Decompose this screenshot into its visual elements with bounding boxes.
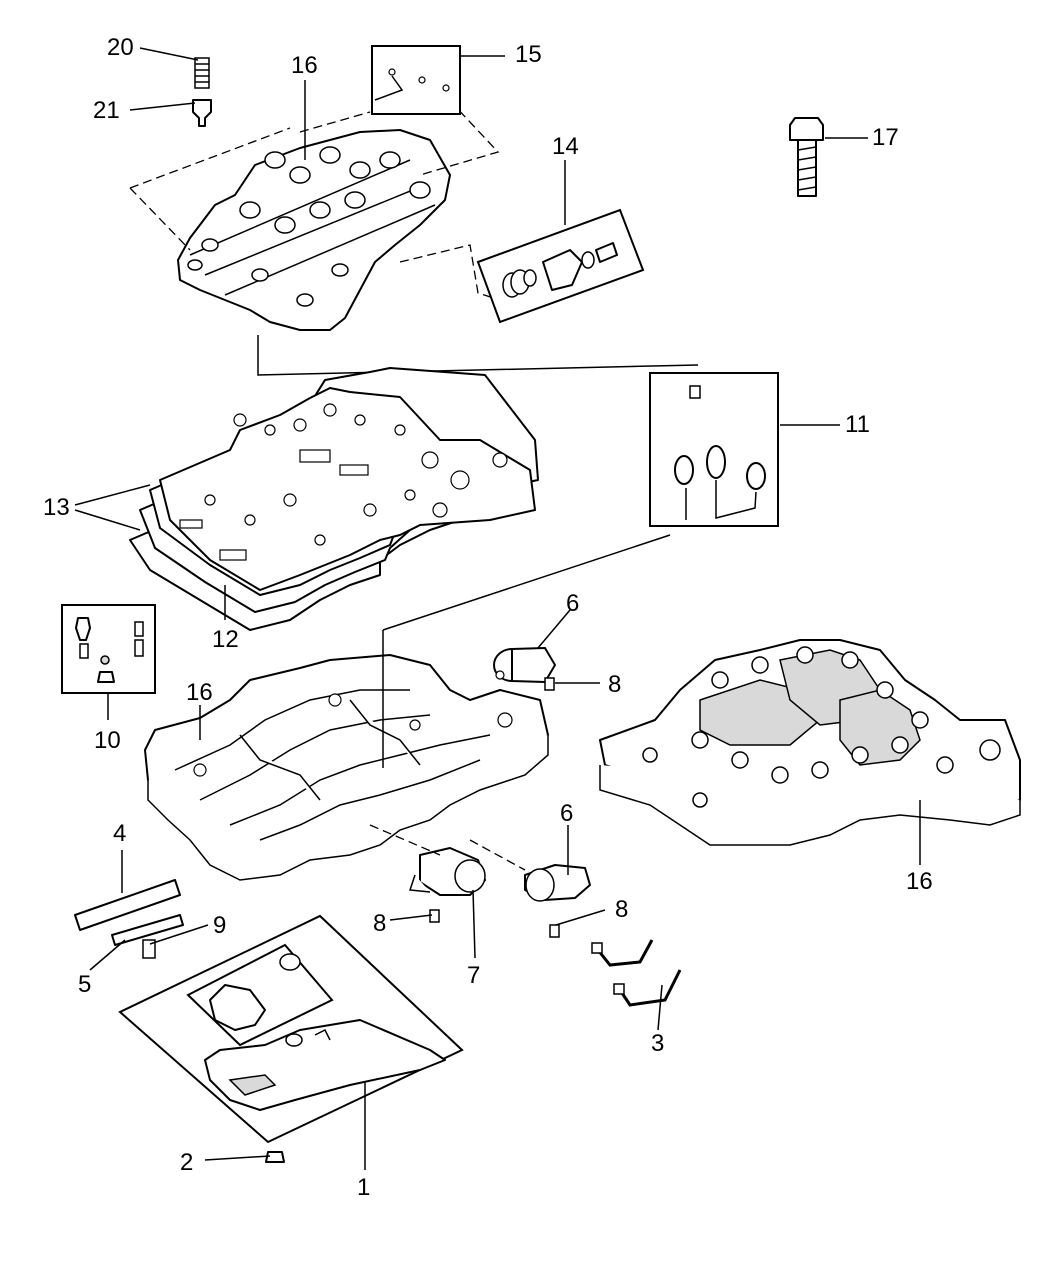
callout-10: 10 — [94, 727, 121, 754]
guide-line — [257, 335, 699, 376]
bracket-5 — [111, 914, 184, 946]
callout-8-upper: 8 — [608, 671, 621, 698]
guide-line — [129, 187, 191, 251]
solenoid-6-lower — [524, 864, 591, 902]
callout-5: 5 — [78, 971, 91, 998]
guide-line — [129, 127, 291, 189]
callout-16-right: 16 — [906, 868, 933, 895]
separator-plate-and-gaskets — [129, 367, 539, 631]
callout-7: 7 — [467, 962, 480, 989]
callout-4: 4 — [113, 820, 126, 847]
callout-8-lower: 8 — [615, 896, 628, 923]
oil-filter-kit-1 — [118, 914, 464, 1144]
lower-valve-body — [144, 534, 671, 881]
callout-16-mid: 16 — [186, 679, 213, 706]
bracket-4 — [74, 879, 181, 931]
guide-line — [299, 111, 371, 133]
inset-14-accumulator — [476, 208, 645, 324]
guide-line — [399, 244, 501, 301]
callout-16-top: 16 — [291, 52, 318, 79]
callout-6-lower: 6 — [560, 800, 573, 827]
callout-numbers: 20 21 16 15 14 17 11 13 12 10 16 6 8 16 … — [43, 34, 933, 1201]
upper-valve-body — [177, 129, 451, 331]
valve-21 — [192, 99, 212, 127]
callout-2: 2 — [180, 1149, 193, 1176]
callout-13: 13 — [43, 494, 70, 521]
bolt-8-upper — [544, 677, 555, 691]
callout-17: 17 — [872, 124, 899, 151]
callout-1: 1 — [357, 1174, 370, 1201]
bolt-8-middle — [429, 909, 440, 923]
wiring-harness-3 — [591, 939, 682, 1007]
callout-3: 3 — [651, 1030, 664, 1057]
solenoid-6-upper — [493, 647, 556, 683]
bolt-8-lower — [549, 924, 560, 938]
inset-10-valve-set — [61, 604, 156, 694]
leader-lines — [74, 47, 921, 1170]
guide-line — [369, 824, 441, 856]
solenoid-7 — [408, 847, 486, 896]
spring-20 — [194, 57, 210, 89]
callout-14: 14 — [552, 133, 579, 160]
bolt-17 — [789, 117, 824, 197]
inset-11-check-valves — [649, 372, 779, 527]
screw-9 — [142, 939, 156, 959]
callout-20: 20 — [107, 34, 134, 61]
callout-12: 12 — [212, 626, 239, 653]
callout-9: 9 — [213, 912, 226, 939]
assembled-valve-body — [599, 639, 1021, 846]
callout-21: 21 — [93, 97, 120, 124]
callout-6-upper: 6 — [566, 590, 579, 617]
inset-15-check-balls — [371, 45, 461, 115]
callout-8-middle: 8 — [373, 910, 386, 937]
drain-plug-2 — [265, 1151, 285, 1163]
guide-line — [469, 839, 526, 871]
callout-15: 15 — [515, 41, 542, 68]
callout-11: 11 — [845, 411, 870, 438]
